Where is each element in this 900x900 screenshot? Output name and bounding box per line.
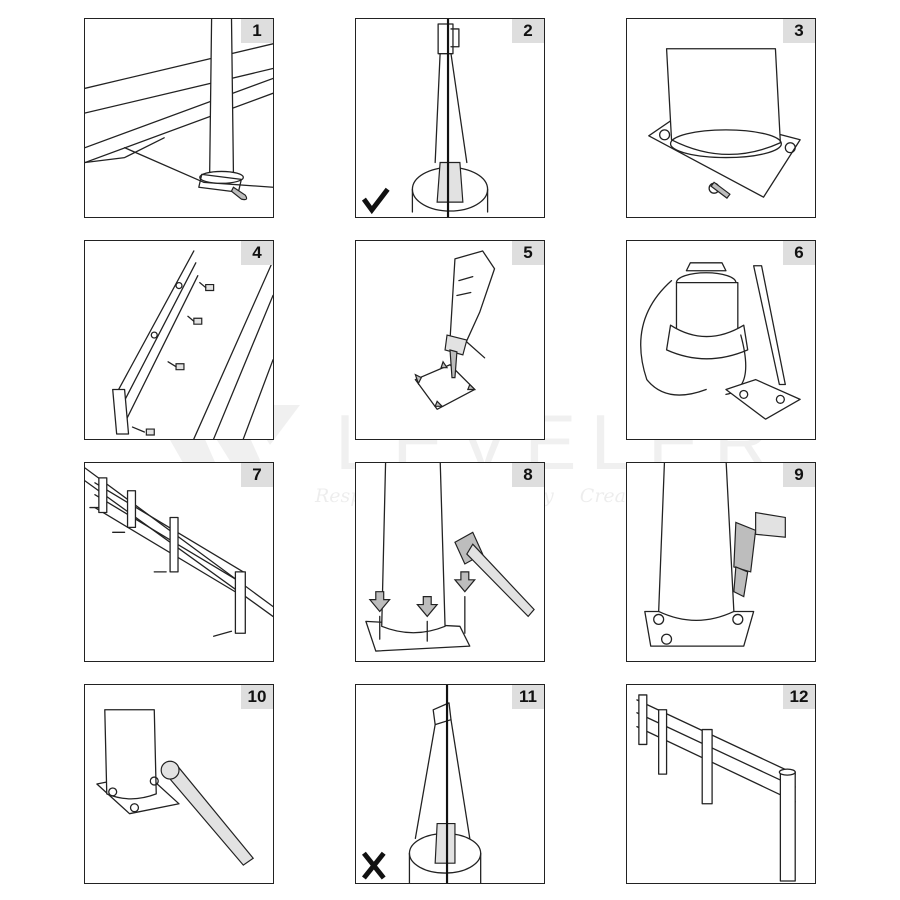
step-panel-10: 10 [84, 684, 274, 884]
step-7-illustration [85, 467, 273, 637]
step-panel-4: 4 [84, 240, 274, 440]
step-number-5: 5 [512, 241, 544, 265]
step-number-2: 2 [512, 19, 544, 43]
check-mark-icon [361, 187, 390, 215]
step-panel-2: 2 [355, 18, 545, 218]
step-number-9: 9 [783, 463, 815, 487]
step-10-illustration [96, 709, 255, 866]
step-panel-8: 8 [355, 462, 545, 662]
step-panel-11: 11 [355, 684, 545, 884]
step-panel-5: 5 [355, 240, 545, 440]
step-number-6: 6 [783, 241, 815, 265]
step-8-illustration [365, 463, 535, 652]
step-3-illustration [648, 48, 801, 199]
step-panel-9: 9 [626, 462, 816, 662]
step-panel-3: 3 [626, 18, 816, 218]
step-panel-12: 12 [626, 684, 816, 884]
step-panel-6: 6 [626, 240, 816, 440]
step-panel-1: 1 [84, 18, 274, 218]
step-2-illustration [361, 19, 489, 217]
step-4-illustration [112, 250, 273, 439]
step-number-3: 3 [783, 19, 815, 43]
step-number-4: 4 [241, 241, 273, 265]
step-12-illustration [636, 694, 796, 882]
step-6-illustration [640, 262, 801, 420]
step-number-8: 8 [512, 463, 544, 487]
step-number-12: 12 [783, 685, 815, 709]
step-panel-7: 7 [84, 462, 274, 662]
step-number-10: 10 [241, 685, 273, 709]
cross-mark-icon [361, 851, 386, 880]
step-1-illustration [85, 19, 273, 201]
step-11-illustration [361, 685, 482, 883]
step-9-illustration [644, 463, 786, 647]
step-number-1: 1 [241, 19, 273, 43]
step-number-7: 7 [241, 463, 273, 487]
step-5-illustration [414, 250, 496, 410]
step-number-11: 11 [512, 685, 544, 709]
